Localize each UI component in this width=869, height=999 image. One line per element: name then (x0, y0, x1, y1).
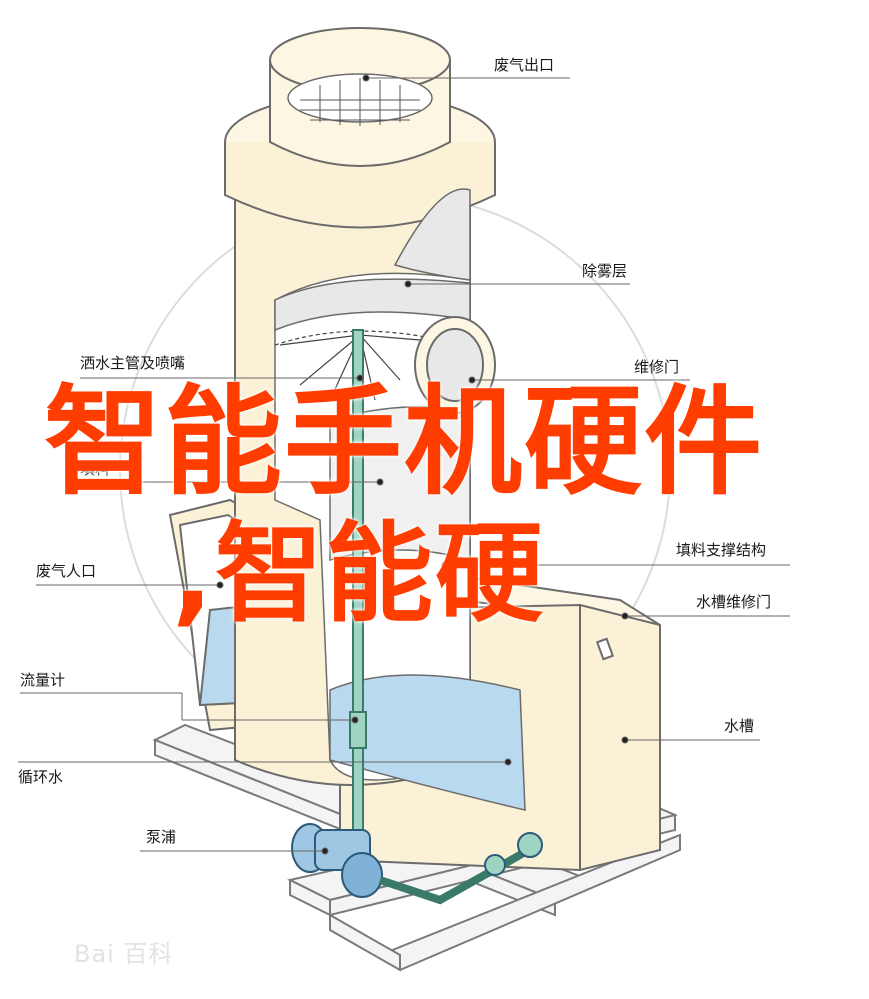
label-packing: 填料 (80, 460, 111, 478)
label-water-tank: 水槽 (724, 717, 755, 735)
label-sprinkler-pipe: 洒水主管及喷嘴 (80, 354, 186, 372)
access-door (414, 316, 496, 414)
label-packing-support: 填料支撑结构 (676, 541, 767, 559)
label-exhaust-outlet: 废气出口 (494, 56, 555, 74)
label-circulating-water: 循环水 (18, 768, 64, 786)
tower-cutaway (274, 188, 526, 811)
pump-assembly (291, 823, 543, 905)
label-access-door: 维修门 (634, 358, 680, 376)
label-mist-eliminator: 除雾层 (582, 262, 628, 280)
overlay-title-line1: 智能手机硬件 (44, 373, 765, 511)
label-pump: 泵浦 (146, 828, 177, 846)
top-grid (300, 78, 420, 126)
label-exhaust-inlet: 废气人口 (36, 562, 97, 580)
label-tank-access-door: 水槽维修门 (696, 593, 772, 611)
baidu-watermark: Bai 百科 (74, 940, 174, 968)
callout-leaders (18, 74, 790, 855)
label-flow-meter: 流量计 (20, 671, 66, 689)
overlay-title-line2: ,智能硬 (172, 512, 546, 637)
